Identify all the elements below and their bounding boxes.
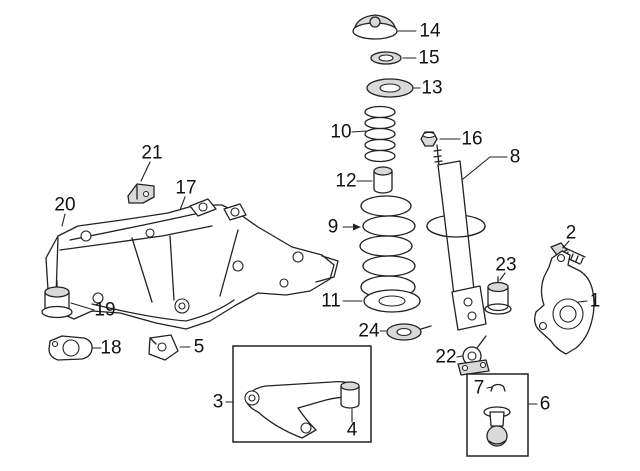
callout-22: 22 [435, 346, 457, 368]
part-snap-ring-drawing [490, 383, 506, 392]
part-lower-spring-seat-drawing [363, 289, 421, 313]
callout-4: 4 [346, 419, 358, 441]
part-ball-joint-22-drawing [457, 335, 490, 376]
callout-19: 19 [94, 299, 116, 321]
part-bearing-drawing [370, 51, 402, 65]
leader-lines [61, 30, 588, 423]
callout-21: 21 [141, 142, 163, 164]
part-bump-stop-drawing [373, 166, 393, 194]
leader-line-1 [577, 300, 588, 303]
part-seat-plate-drawing [386, 323, 432, 341]
part-bracket-5-drawing [148, 334, 179, 361]
part-bushing-23-drawing [484, 276, 512, 315]
callout-20: 20 [54, 194, 76, 216]
callout-9: 9 [327, 216, 339, 238]
callout-13: 13 [421, 77, 443, 99]
part-ball-joint-6-drawing [483, 406, 511, 447]
part-crossmember-drawing [45, 198, 339, 330]
part-mount-19-drawing [41, 280, 73, 319]
callout-6: 6 [539, 393, 551, 415]
group-box-control-arm [232, 345, 372, 443]
part-coil-spring-drawing [359, 195, 416, 299]
leader-arrow-9 [353, 223, 361, 231]
leader-line-19 [70, 302, 95, 311]
callout-17: 17 [175, 177, 197, 199]
part-nut-drawing [420, 131, 438, 147]
callout-1: 1 [589, 290, 601, 312]
callout-3: 3 [212, 391, 224, 413]
callout-16: 16 [461, 128, 483, 150]
leader-line-20 [61, 213, 66, 227]
callout-11: 11 [321, 290, 341, 312]
callout-24: 24 [358, 320, 380, 342]
callout-12: 12 [335, 170, 357, 192]
part-strut-mount-drawing [352, 14, 398, 40]
callout-14: 14 [419, 20, 441, 42]
leader-line-2 [562, 240, 570, 249]
callout-18: 18 [100, 337, 122, 359]
leader-line-17 [179, 196, 186, 211]
callout-5: 5 [193, 336, 205, 358]
callout-15: 15 [418, 47, 440, 69]
callout-7: 7 [473, 377, 485, 399]
part-bracket-21-drawing [127, 183, 155, 204]
part-dust-boot-drawing [364, 105, 396, 163]
part-strut-drawing [426, 144, 487, 331]
part-bushing-4-drawing [340, 381, 360, 409]
part-bracket-18-drawing [48, 335, 93, 361]
part-knuckle-drawing [534, 250, 595, 355]
callout-2: 2 [565, 222, 577, 244]
leader-line-7 [486, 386, 493, 389]
part-control-arm-drawing [244, 380, 355, 439]
leader-line-10 [351, 130, 367, 133]
leader-line-22 [456, 355, 463, 358]
callout-10: 10 [330, 121, 352, 143]
leader-line-8 [462, 156, 508, 180]
part-upper-spring-seat-drawing [366, 78, 414, 98]
callout-23: 23 [495, 254, 517, 276]
leader-line-21 [140, 161, 151, 182]
leader-line-23 [499, 272, 506, 281]
group-box-ball-joint [466, 373, 529, 457]
callout-8: 8 [509, 146, 521, 168]
